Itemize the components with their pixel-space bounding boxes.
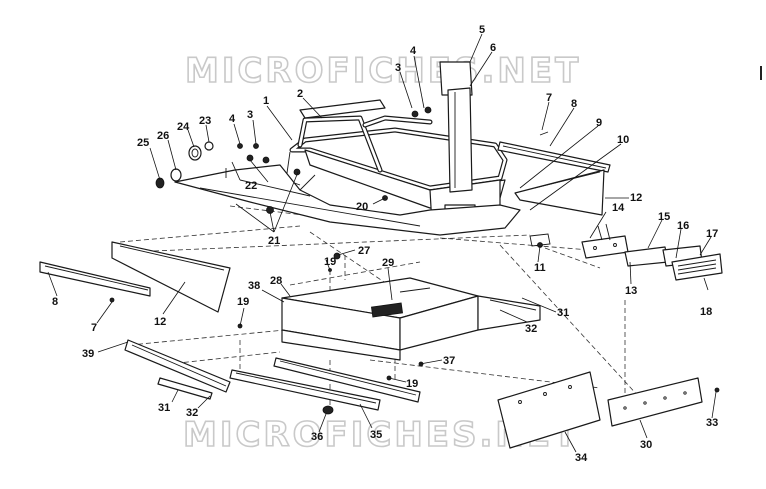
callout-4: 4 xyxy=(410,45,417,57)
mud-flaps xyxy=(497,371,703,449)
callout-6: 6 xyxy=(490,42,496,54)
callout-labels: 1 2 3 4 5 6 7 8 9 10 12 14 15 16 17 18 1… xyxy=(52,24,718,464)
callout-37: 37 xyxy=(443,355,455,367)
callout-5: 5 xyxy=(479,24,485,36)
callout-34: 34 xyxy=(575,452,588,464)
watermark-top: MICROFICHES.NET xyxy=(185,51,581,91)
callout-8: 8 xyxy=(571,98,577,110)
callout-26: 26 xyxy=(157,130,169,142)
callout-18: 18 xyxy=(700,306,712,318)
callout-8b: 8 xyxy=(52,296,58,308)
callout-9: 9 xyxy=(596,117,602,129)
callout-19: 19 xyxy=(324,256,336,268)
callout-10: 10 xyxy=(617,134,629,146)
callout-15: 15 xyxy=(658,211,670,223)
callout-38: 38 xyxy=(248,280,260,292)
hardware-left xyxy=(109,106,720,393)
callout-35: 35 xyxy=(370,429,382,441)
callout-27: 27 xyxy=(358,245,370,257)
callout-17: 17 xyxy=(706,228,718,240)
seat-post xyxy=(439,61,473,193)
callout-22: 22 xyxy=(245,180,257,192)
callout-23: 23 xyxy=(199,115,211,127)
callout-12b: 12 xyxy=(154,316,166,328)
upper-frame xyxy=(174,99,521,236)
callout-4b: 4 xyxy=(229,113,236,125)
callout-24: 24 xyxy=(177,121,190,133)
callout-7b: 7 xyxy=(91,322,97,334)
callout-31b: 31 xyxy=(158,402,170,414)
callout-16: 16 xyxy=(677,220,689,232)
taillight-group xyxy=(529,223,723,291)
leader-lines xyxy=(47,33,717,453)
lower-rails xyxy=(124,339,421,415)
callout-2: 2 xyxy=(297,88,303,100)
callout-1: 1 xyxy=(263,95,269,107)
callout-36: 36 xyxy=(311,431,323,443)
callout-11: 11 xyxy=(534,262,546,274)
callout-21: 21 xyxy=(268,235,280,247)
left-side-rail xyxy=(39,241,231,313)
callout-28: 28 xyxy=(270,275,282,287)
callout-20: 20 xyxy=(356,201,368,213)
callout-30: 30 xyxy=(640,439,652,451)
callout-3b: 3 xyxy=(247,109,253,121)
callout-29: 29 xyxy=(382,257,394,269)
callout-19b: 19 xyxy=(237,296,249,308)
callout-32: 32 xyxy=(525,323,537,335)
callout-39: 39 xyxy=(82,348,94,360)
callout-32b: 32 xyxy=(186,407,198,419)
callout-3: 3 xyxy=(395,62,401,74)
center-box xyxy=(281,277,541,361)
callout-7: 7 xyxy=(546,92,552,104)
page-edge-mark xyxy=(760,66,762,80)
callout-25: 25 xyxy=(137,137,149,149)
callout-14: 14 xyxy=(612,202,625,214)
callout-31: 31 xyxy=(557,307,569,319)
callout-12: 12 xyxy=(630,192,642,204)
callout-33: 33 xyxy=(706,417,718,429)
right-rails xyxy=(497,141,611,216)
callout-13: 13 xyxy=(625,285,637,297)
callout-19c: 19 xyxy=(406,378,418,390)
